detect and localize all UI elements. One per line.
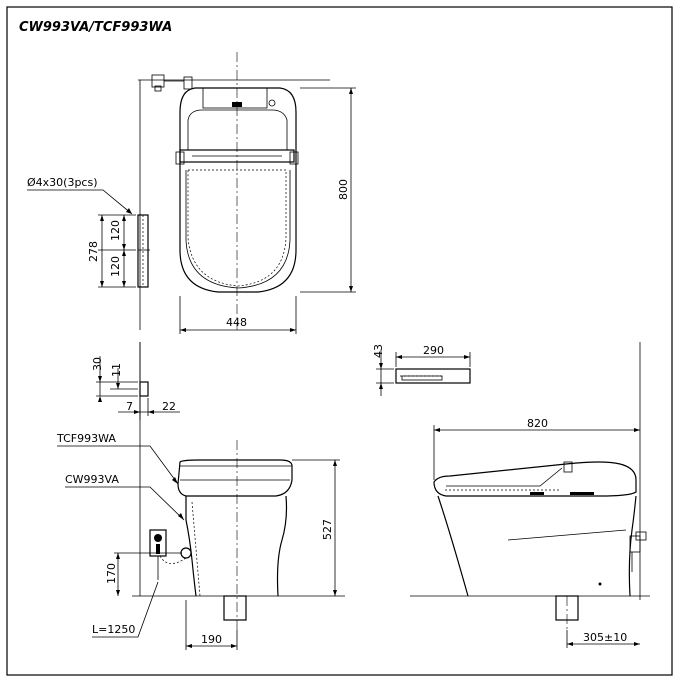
- hole-leader: [27, 189, 133, 215]
- remote-width-label: 290: [423, 344, 444, 357]
- profile-bowl-back: [628, 495, 637, 597]
- bracket-upper-label: 120: [109, 220, 122, 241]
- remote-body: [395, 368, 471, 384]
- front-view: 448 800 Ø4x30(3pcs) 278 120 120: [27, 52, 356, 334]
- bowl-left: [185, 496, 197, 597]
- bracket-d7-label: 7: [126, 400, 133, 413]
- side-height-label: 527: [321, 519, 334, 540]
- control-panel: [202, 87, 268, 109]
- profile-length-label: 820: [527, 417, 548, 430]
- drawing-title: CW993VA/TCF993WA: [19, 20, 172, 35]
- remote-height-label: 43: [372, 344, 385, 358]
- bracket-side-profile: [139, 381, 149, 397]
- rough-in-label: 305±10: [583, 631, 627, 644]
- supply-height-label: 170: [105, 563, 118, 584]
- remote-detail: 290 43: [372, 344, 471, 396]
- bracket-d11-label: 11: [110, 363, 123, 377]
- bracket-d22-label: 22: [162, 400, 176, 413]
- front-width-label: 448: [226, 316, 247, 329]
- bowl-dashed-outline: [187, 169, 287, 287]
- seat-lid: [177, 459, 293, 497]
- front-height-label: 800: [337, 179, 350, 200]
- lid-outline: [187, 109, 288, 150]
- bowl-right: [276, 495, 288, 597]
- outlet-offset-label: 190: [201, 633, 222, 646]
- hose-length-label: L=1250: [92, 623, 135, 636]
- bracket-total-label: 278: [87, 241, 100, 262]
- profile-bowl-front: [437, 495, 469, 597]
- bracket-detail: 30 11 7 22: [91, 342, 180, 420]
- bracket-lower-label: 120: [109, 256, 122, 277]
- hole-spec-label: Ø4x30(3pcs): [27, 176, 98, 189]
- bracket-d30-label: 30: [91, 357, 104, 371]
- side-view: TCF993WA CW993VA 527 170 L=1250 190: [56, 342, 345, 650]
- seat-model-label: TCF993WA: [56, 432, 116, 445]
- supply-inlet: [180, 547, 192, 559]
- outlet-pipe: [223, 595, 247, 621]
- profile-view: 820 305±10: [410, 342, 650, 648]
- bowl-model-label: CW993VA: [65, 473, 119, 486]
- hinge-bar: [179, 149, 295, 163]
- profile-seat: [433, 461, 637, 497]
- frame-border: [6, 6, 673, 676]
- toilet-body-outline: [179, 87, 297, 293]
- water-valve: [151, 74, 165, 88]
- profile-valve: [629, 535, 641, 553]
